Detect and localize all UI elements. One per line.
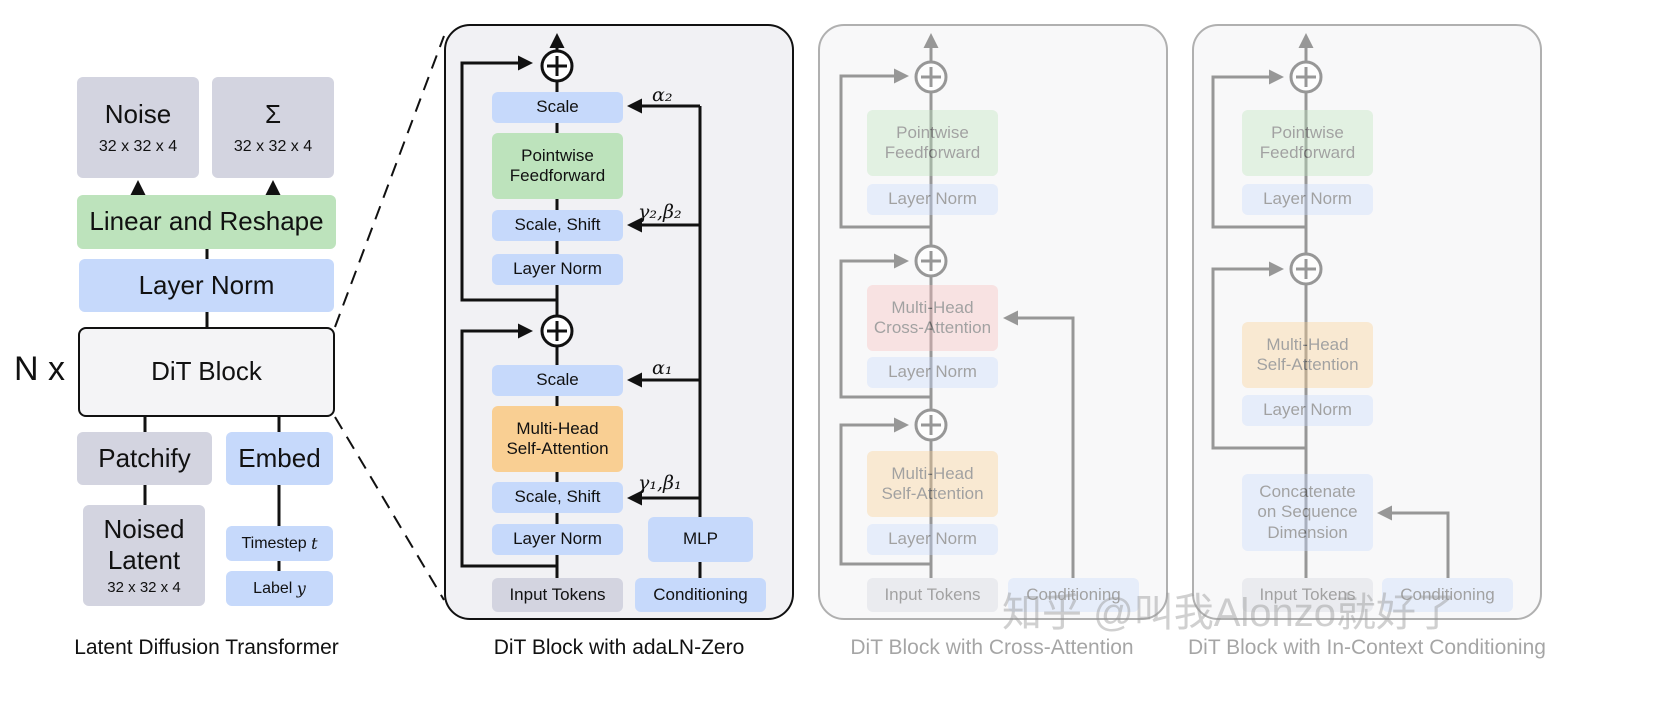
adaln-caption: DiT Block with adaLN-Zero: [493, 636, 745, 659]
cross-conditioning: Conditioning: [1008, 578, 1139, 612]
zhihu-watermark: 知乎 @叫我Alonzo就好了: [1002, 591, 1457, 635]
noise-output-box: Noise 32 x 32 x 4: [77, 77, 199, 178]
incontext-mhsa-line2: Self-Attention: [1256, 355, 1359, 374]
gamma2-beta2-label: γ₂,β₂: [638, 201, 682, 223]
label-box: Label y: [226, 571, 333, 606]
timestep-label: Timestep: [241, 534, 307, 552]
cross-mhsa-line1: Multi-Head: [891, 463, 974, 483]
cross-layer-norm-1: Layer Norm: [867, 184, 998, 215]
noised-latent-dims: 32 x 32 x 4: [107, 579, 181, 597]
cross-pointwise-ff: Pointwise Feedforward: [867, 110, 998, 176]
cross-mhca: Multi-Head Cross-Attention: [867, 285, 998, 351]
adaln-layer-norm-bottom: Layer Norm: [492, 524, 623, 555]
cross-mhsa-line2: Self-Attention: [881, 484, 984, 503]
incontext-input-tokens: Input Tokens: [1242, 578, 1373, 612]
cross-mhca-line1: Multi-Head: [891, 297, 974, 317]
incontext-pointwise-line1: Pointwise: [1271, 122, 1344, 142]
embed-box: Embed: [226, 432, 333, 485]
cross-layer-norm-3: Layer Norm: [867, 524, 998, 555]
cross-caption: DiT Block with Cross-Attention: [850, 636, 1134, 659]
adaln-scale-top: Scale: [492, 92, 623, 123]
timestep-box: Timestep t: [226, 526, 333, 561]
incontext-mhsa-line1: Multi-Head: [1266, 334, 1349, 354]
adaln-conditioning: Conditioning: [635, 578, 766, 612]
noised-latent-line1: Noised: [103, 513, 185, 544]
cross-mhsa: Multi-Head Self-Attention: [867, 451, 998, 517]
adaln-pointwise-ff: Pointwise Feedforward: [492, 133, 623, 199]
adaln-scale-shift-bottom: Scale, Shift: [492, 482, 623, 513]
cross-pointwise-line1: Pointwise: [896, 122, 969, 142]
cross-layer-norm-2: Layer Norm: [867, 357, 998, 388]
adaln-mhsa-line2: Self-Attention: [506, 439, 609, 458]
adaln-mlp: MLP: [648, 517, 753, 562]
sigma-label: Σ: [264, 99, 282, 130]
gamma1-beta1-label: γ₁,β₁: [638, 472, 682, 494]
adaln-input-tokens: Input Tokens: [492, 578, 623, 612]
sigma-dims: 32 x 32 x 4: [233, 137, 313, 155]
noised-latent-line2: Latent: [107, 545, 181, 575]
adaln-mhsa: Multi-Head Self-Attention: [492, 406, 623, 472]
alpha2-label: α₂: [652, 84, 673, 106]
adaln-layer-norm-top: Layer Norm: [492, 254, 623, 285]
incontext-conditioning: Conditioning: [1382, 578, 1513, 612]
incontext-concat-line1: Concatenate: [1259, 481, 1356, 501]
patchify-box: Patchify: [77, 432, 212, 485]
incontext-layer-norm-1: Layer Norm: [1242, 184, 1373, 215]
noise-dims: 32 x 32 x 4: [98, 137, 178, 155]
incontext-mhsa: Multi-Head Self-Attention: [1242, 322, 1373, 388]
label-label: Label: [253, 579, 293, 597]
incontext-concat: Concatenate on Sequence Dimension: [1242, 474, 1373, 551]
adaln-pointwise-line1: Pointwise: [521, 145, 594, 165]
cross-pointwise-line2: Feedforward: [884, 143, 981, 162]
noised-latent-box: Noised Latent 32 x 32 x 4: [83, 505, 205, 606]
dit-block-box: DiT Block: [78, 327, 335, 417]
sigma-output-box: Σ 32 x 32 x 4: [212, 77, 334, 178]
linear-reshape-box: Linear and Reshape: [77, 195, 336, 249]
label-var: y: [296, 578, 306, 598]
incontext-concat-line3: Dimension: [1267, 522, 1348, 542]
final-layer-norm-box: Layer Norm: [79, 259, 334, 312]
incontext-pointwise-ff: Pointwise Feedforward: [1242, 110, 1373, 176]
alpha1-label: α₁: [652, 357, 673, 379]
adaln-pointwise-line2: Feedforward: [509, 166, 606, 185]
timestep-var: t: [311, 533, 318, 553]
incontext-layer-norm-2: Layer Norm: [1242, 395, 1373, 426]
adaln-scale-bottom: Scale: [492, 365, 623, 396]
left-caption: Latent Diffusion Transformer: [74, 636, 339, 659]
adaln-scale-shift-top: Scale, Shift: [492, 210, 623, 241]
cross-input-tokens: Input Tokens: [867, 578, 998, 612]
incontext-pointwise-line2: Feedforward: [1259, 143, 1356, 162]
incontext-concat-line2: on Sequence: [1257, 502, 1358, 522]
adaln-mhsa-line1: Multi-Head: [516, 418, 599, 438]
incontext-caption: DiT Block with In-Context Conditioning: [1188, 636, 1546, 659]
cross-mhca-line2: Cross-Attention: [873, 318, 992, 337]
n-times-label: N x: [14, 350, 65, 388]
noise-label: Noise: [104, 99, 172, 130]
